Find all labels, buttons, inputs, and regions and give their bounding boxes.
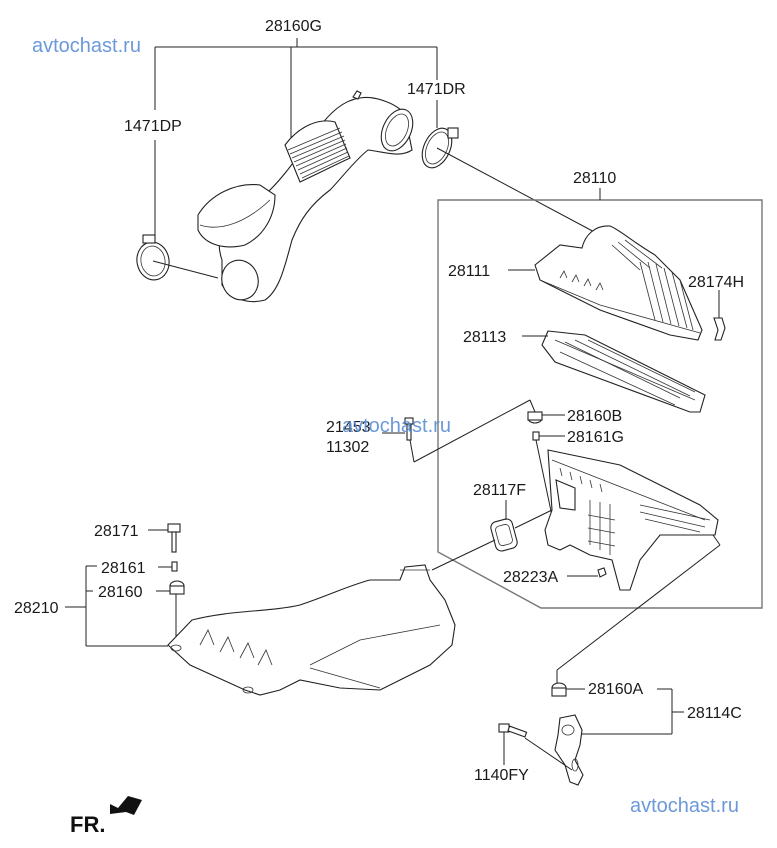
air-cleaner-cover-28111[interactable]	[534, 225, 703, 341]
intake-duct-28210[interactable]	[167, 564, 456, 696]
label-11302[interactable]: 11302	[326, 439, 369, 456]
label-28223A[interactable]: 28223A	[503, 569, 558, 586]
frame-28110	[437, 199, 763, 609]
label-28171[interactable]: 28171	[94, 523, 139, 540]
hose-clamp-1471DP[interactable]	[134, 234, 219, 282]
leader-28160G	[154, 38, 438, 235]
label-1471DP[interactable]: 1471DP	[124, 118, 182, 135]
label-28160[interactable]: 28160	[98, 584, 143, 601]
label-28114C[interactable]: 28114C	[687, 705, 742, 722]
label-1140FY[interactable]: 1140FY	[474, 767, 529, 784]
label-28160A[interactable]: 28160A	[588, 681, 643, 698]
clip-28223A[interactable]	[567, 567, 607, 578]
leader-28210	[65, 565, 168, 647]
label-28161[interactable]: 28161	[101, 560, 146, 577]
clip-28174H[interactable]	[713, 290, 726, 341]
collar-28161[interactable]	[158, 561, 178, 572]
front-direction-indicator: FR.	[70, 796, 142, 837]
label-21453[interactable]: 21453	[326, 419, 371, 436]
air-cleaner-lower-case[interactable]	[544, 449, 721, 591]
label-28160B[interactable]: 28160B	[567, 408, 622, 425]
watermark-bottom-right: avtochast.ru	[630, 795, 739, 817]
bracket-28114C[interactable]	[554, 714, 584, 786]
bolt-11302[interactable]	[382, 417, 415, 463]
label-28113[interactable]: 28113	[463, 329, 506, 346]
leader-28114C	[580, 688, 684, 735]
grommet-28160A[interactable]	[551, 682, 585, 697]
watermark-top-left: avtochast.ru	[32, 35, 141, 57]
leader-to-28160A	[556, 544, 721, 671]
bolt-28171[interactable]	[148, 523, 181, 553]
label-1471DR[interactable]: 1471DR	[407, 81, 466, 98]
label-28161G[interactable]: 28161G	[567, 429, 624, 446]
label-28160G[interactable]: 28160G	[265, 18, 322, 35]
label-28110[interactable]: 28110	[573, 170, 616, 187]
bolt-1140FY[interactable]	[498, 723, 573, 771]
intake-hose-part[interactable]	[197, 90, 419, 305]
grommet-28160B[interactable]	[527, 411, 565, 424]
hose-clamp-1471DR[interactable]	[416, 123, 601, 236]
label-28174H[interactable]: 28174H	[688, 274, 744, 291]
label-28117F[interactable]: 28117F	[473, 482, 526, 499]
front-label: FR.	[70, 812, 105, 837]
front-arrow-icon	[110, 796, 142, 815]
filter-element-28113[interactable]	[541, 330, 706, 413]
watermark-middle: avtochast.ru	[342, 415, 451, 437]
grommet-28117F[interactable]	[431, 500, 553, 571]
label-28111[interactable]: 28111	[448, 263, 490, 280]
label-28210[interactable]: 28210	[14, 600, 59, 617]
